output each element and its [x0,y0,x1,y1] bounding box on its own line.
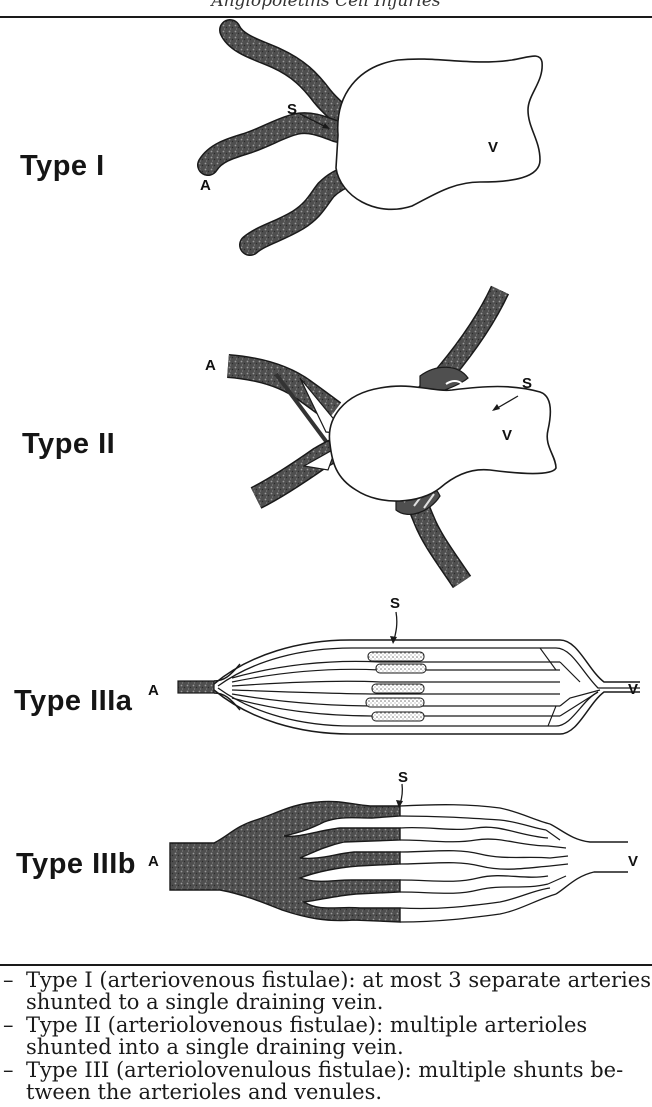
legend-text: Type I (arteriovenous fistulae): at most… [26,968,651,1014]
legend-rule [0,964,652,966]
type-iiia-shunt-marker: S [390,595,400,612]
type-iiib-venous-outflow [550,824,628,894]
type-ii-vein-sac [329,386,556,501]
type-i-vein-sac [336,56,542,209]
legend-text: Type III (arteriolovenulous fistulae): m… [26,1058,623,1104]
type-ii-figure: S A V [205,290,556,582]
type-iiib-shunt-marker: S [398,769,408,786]
legend-bullet: – [3,1059,14,1081]
type-i-artery-marker: A [200,177,211,194]
legend-text: Type II (arteriolovenous fistulae): mult… [26,1013,587,1059]
type-iiib-figure: S A V [148,769,638,922]
type-iiia-artery-trunk [178,681,214,693]
type-i-figure: S A V [200,30,542,245]
type-iiia-shunt-arrow [394,612,397,640]
legend-item-type-ii: –Type II (arteriolovenous fistulae): mul… [0,1014,652,1058]
type-iiib-arterial-tree [170,801,400,922]
legend-item-type-iii: –Type III (arteriolovenulous fistulae): … [0,1059,652,1103]
type-ii-artery-marker: A [205,357,216,374]
legend-bullet: – [3,969,14,991]
type-iiia-shunt-4 [366,698,424,707]
type-i-vein-marker: V [488,139,498,156]
legend-item-type-i: –Type I (arteriovenous fistulae): at mos… [0,969,652,1013]
type-iiia-shunt-2 [376,664,426,673]
type-iiib-vein-marker: V [628,853,638,870]
type-iiia-vein-marker: V [628,681,638,698]
type-iiia-artery-marker: A [148,682,159,699]
type-iiia-shunt-5 [372,712,424,721]
type-iiia-shunt-3 [372,684,424,693]
type-iiia-shunt-1 [368,652,424,661]
type-ii-shunt-marker: S [522,375,532,392]
legend: –Type I (arteriovenous fistulae): at mos… [0,969,652,1104]
type-iiia-figure: S A V [148,595,640,734]
type-ii-vein-marker: V [502,427,512,444]
type-iiib-artery-marker: A [148,853,159,870]
legend-bullet: – [3,1014,14,1036]
type-i-shunt-marker: S [287,101,297,118]
